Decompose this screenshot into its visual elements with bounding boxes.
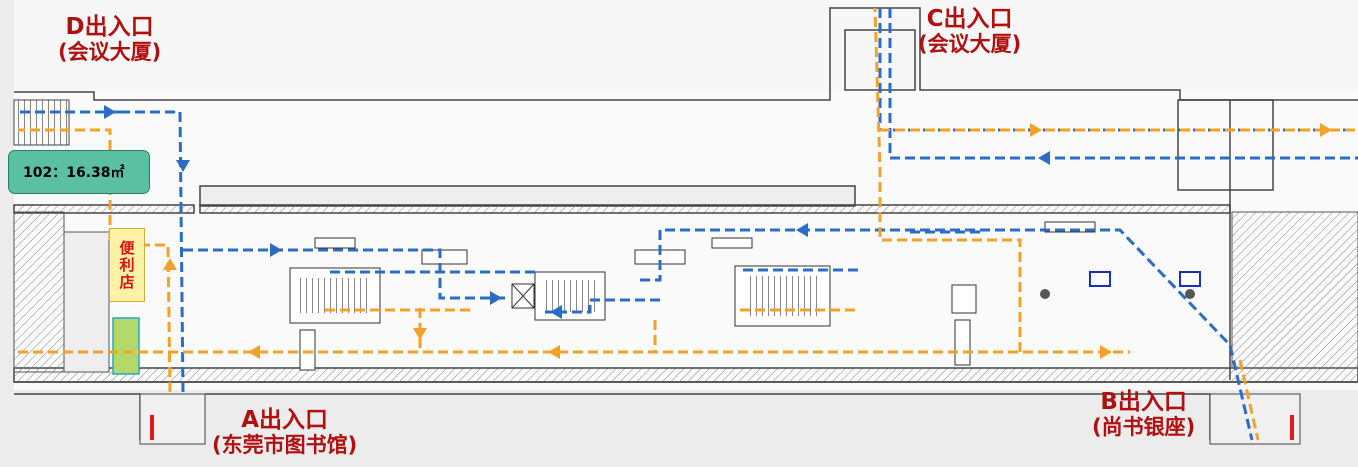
exit-d-landmark: (会议大厦) — [58, 40, 162, 65]
convenience-store-label: 便利店 — [109, 228, 145, 302]
exit-b-stairs — [1209, 393, 1301, 445]
exit-b-door — [1290, 415, 1294, 440]
outbound-arrows — [163, 123, 1332, 359]
shop-area-callout: 102：16.38㎡ — [8, 150, 150, 194]
exit-a-landmark: (东莞市图书馆) — [212, 433, 358, 458]
exit-c-name: C出入口 — [926, 6, 1013, 32]
exit-a-name: A出入口 — [241, 407, 328, 433]
escalator-icon — [289, 267, 381, 324]
fare-gate-icon — [314, 221, 1096, 265]
inbound-arrows — [104, 105, 1050, 319]
exit-d-name: D出入口 — [65, 14, 154, 40]
restroom-block — [63, 231, 110, 373]
exit-a-label: A出入口 (东莞市图书馆) — [212, 407, 357, 458]
exit-c-label: C出入口 (会议大厦) — [918, 6, 1021, 57]
escalator-icon — [734, 265, 831, 327]
exit-b-label: B出入口 (尚书银座) — [1092, 389, 1195, 440]
exit-b-name: B出入口 — [1100, 389, 1187, 415]
pillar — [1040, 289, 1050, 299]
exit-b-landmark: (尚书银座) — [1092, 415, 1196, 440]
equipment-room-left — [13, 211, 65, 373]
top-fill — [14, 0, 1358, 90]
exit-d-label: D出入口 (会议大厦) — [58, 14, 161, 65]
ticket-machine-icon — [299, 284, 977, 371]
elevator-icon — [511, 283, 535, 309]
exit-d-stairs — [13, 99, 70, 146]
storage-box — [112, 317, 140, 375]
walls — [13, 7, 1358, 440]
pillar — [1185, 289, 1195, 299]
equipment-room-right — [1231, 211, 1358, 369]
exit-a-stairs — [139, 393, 206, 445]
exit-a-door — [150, 415, 154, 440]
info-board-icon — [1089, 271, 1201, 287]
outbound-route — [18, 7, 1358, 441]
floor-area — [14, 90, 1358, 390]
exit-c-landmark: (会议大厦) — [918, 32, 1022, 57]
